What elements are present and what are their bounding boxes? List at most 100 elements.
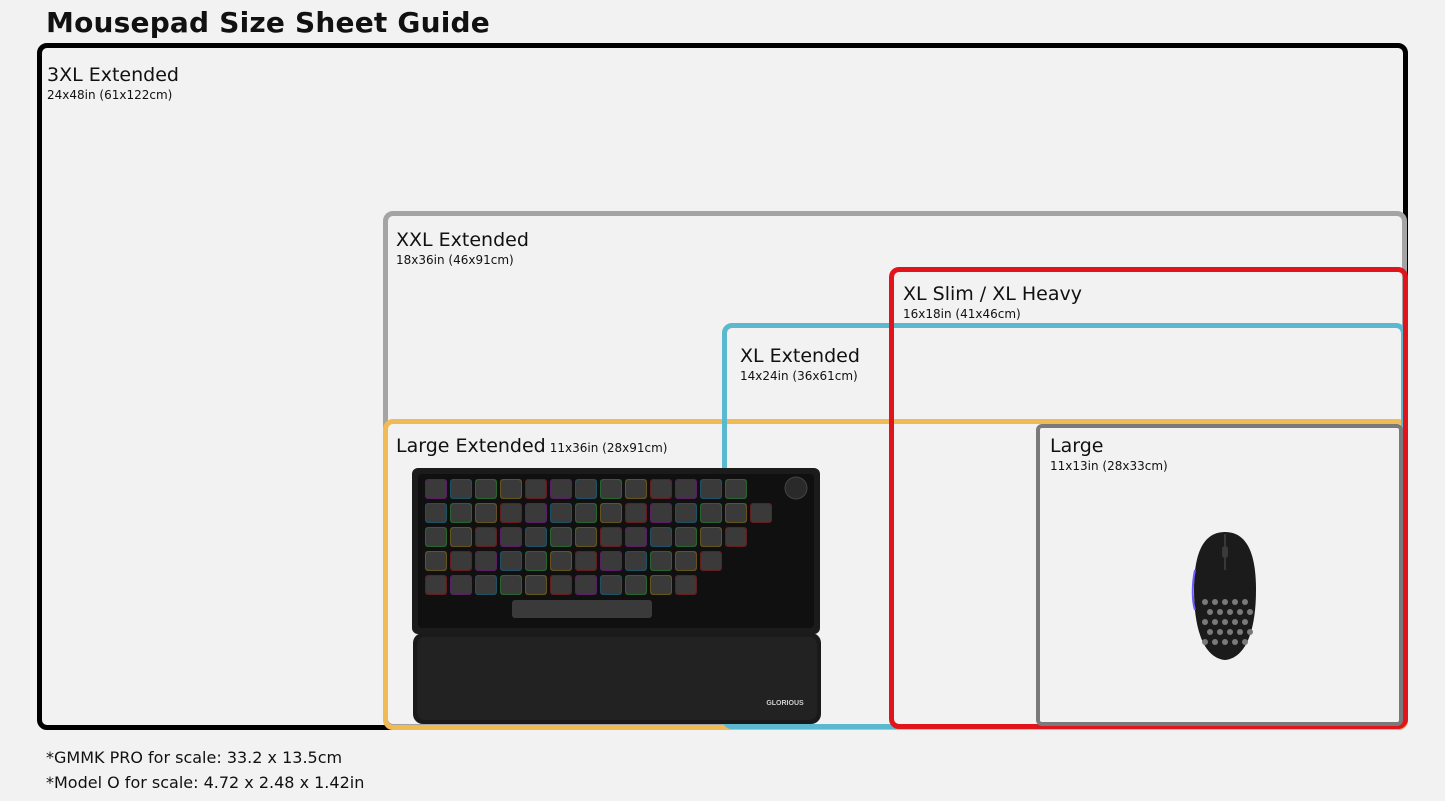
keycap (751, 504, 771, 522)
keycap (526, 504, 546, 522)
keycap (501, 552, 521, 570)
keycap (526, 576, 546, 594)
spacebar (512, 600, 652, 618)
keycap (651, 552, 671, 570)
mouse-icon (1191, 532, 1256, 660)
mouse-hole (1222, 639, 1228, 645)
keycap (426, 528, 446, 546)
keycap (501, 528, 521, 546)
size-name: Large Extended (396, 435, 546, 457)
keycap (551, 480, 571, 498)
label-xxl-extended: XXL Extended 18x36in (46x91cm) (396, 229, 529, 267)
keycap (576, 480, 596, 498)
mouse-hole (1242, 599, 1248, 605)
keycap (626, 528, 646, 546)
keycap (451, 528, 471, 546)
keycap (476, 480, 496, 498)
keycap (726, 504, 746, 522)
mouse-hole (1202, 599, 1208, 605)
keycap (526, 480, 546, 498)
keycap (551, 576, 571, 594)
keycap (601, 504, 621, 522)
keycap (676, 528, 696, 546)
footnote-model-o: *Model O for scale: 4.72 x 2.48 x 1.42in (46, 773, 365, 792)
keycap (526, 552, 546, 570)
mouse-hole (1207, 629, 1213, 635)
mouse-hole (1232, 599, 1238, 605)
mouse-hole (1247, 629, 1253, 635)
keycap (576, 504, 596, 522)
label-xl-slim: XL Slim / XL Heavy 16x18in (41x46cm) (903, 283, 1082, 321)
wrist-rest-logo: GLORIOUS (766, 700, 804, 707)
keycap (551, 504, 571, 522)
keycap (601, 576, 621, 594)
size-dims: 11x13in (28x33cm) (1050, 459, 1168, 473)
keycap (551, 552, 571, 570)
mouse-hole (1242, 639, 1248, 645)
keycap (676, 480, 696, 498)
keycap (576, 576, 596, 594)
label-3xl-extended: 3XL Extended 24x48in (61x122cm) (47, 64, 179, 102)
mouse-hole (1242, 619, 1248, 625)
keycap (451, 576, 471, 594)
mouse-hole (1202, 639, 1208, 645)
mouse-hole (1212, 619, 1218, 625)
size-dims: 18x36in (46x91cm) (396, 253, 514, 267)
wrist-rest-icon: GLORIOUS (413, 633, 821, 724)
keycap (426, 576, 446, 594)
footnote-gmmk-pro: *GMMK PRO for scale: 33.2 x 13.5cm (46, 748, 343, 767)
mouse-hole (1232, 639, 1238, 645)
keycap (676, 576, 696, 594)
size-name: Large (1050, 435, 1104, 457)
keycap (651, 504, 671, 522)
size-box-xl-slim (889, 267, 1408, 729)
mouse-hole (1232, 619, 1238, 625)
mouse-hole (1207, 609, 1213, 615)
mouse-hole (1227, 629, 1233, 635)
size-box-large (1036, 424, 1403, 726)
keycap (601, 552, 621, 570)
size-dims: 14x24in (36x61cm) (740, 369, 858, 383)
keycap (651, 528, 671, 546)
size-name: XXL Extended (396, 229, 529, 251)
mouse-hole (1247, 609, 1253, 615)
mouse-hole (1222, 619, 1228, 625)
page-title: Mousepad Size Sheet Guide (46, 6, 490, 39)
keycap (426, 552, 446, 570)
keycap (726, 480, 746, 498)
keycap (526, 528, 546, 546)
keycap (701, 480, 721, 498)
keycap (651, 480, 671, 498)
keycap (626, 552, 646, 570)
keycap (426, 504, 446, 522)
mouse-hole (1202, 619, 1208, 625)
keycap (576, 528, 596, 546)
mouse-hole (1217, 629, 1223, 635)
keycap (601, 480, 621, 498)
keycap (451, 504, 471, 522)
keycap (551, 528, 571, 546)
keyboard-icon (412, 468, 820, 634)
mouse-hole (1212, 639, 1218, 645)
label-xl-extended: XL Extended 14x24in (36x61cm) (740, 345, 860, 383)
keycap (701, 504, 721, 522)
mouse-hole (1227, 609, 1233, 615)
keycap (601, 528, 621, 546)
size-dims: 16x18in (41x46cm) (903, 307, 1021, 321)
mouse-hole (1237, 629, 1243, 635)
size-name: XL Extended (740, 345, 860, 367)
size-name: XL Slim / XL Heavy (903, 283, 1082, 305)
size-dims: 11x36in (28x91cm) (549, 441, 668, 455)
keycap (451, 480, 471, 498)
keycap (476, 504, 496, 522)
keycap (501, 480, 521, 498)
keycap (701, 552, 721, 570)
keycap (676, 552, 696, 570)
mouse-hole (1217, 609, 1223, 615)
keycap (476, 528, 496, 546)
keycap (701, 528, 721, 546)
keycap (626, 576, 646, 594)
keycap (576, 552, 596, 570)
keycap (501, 504, 521, 522)
